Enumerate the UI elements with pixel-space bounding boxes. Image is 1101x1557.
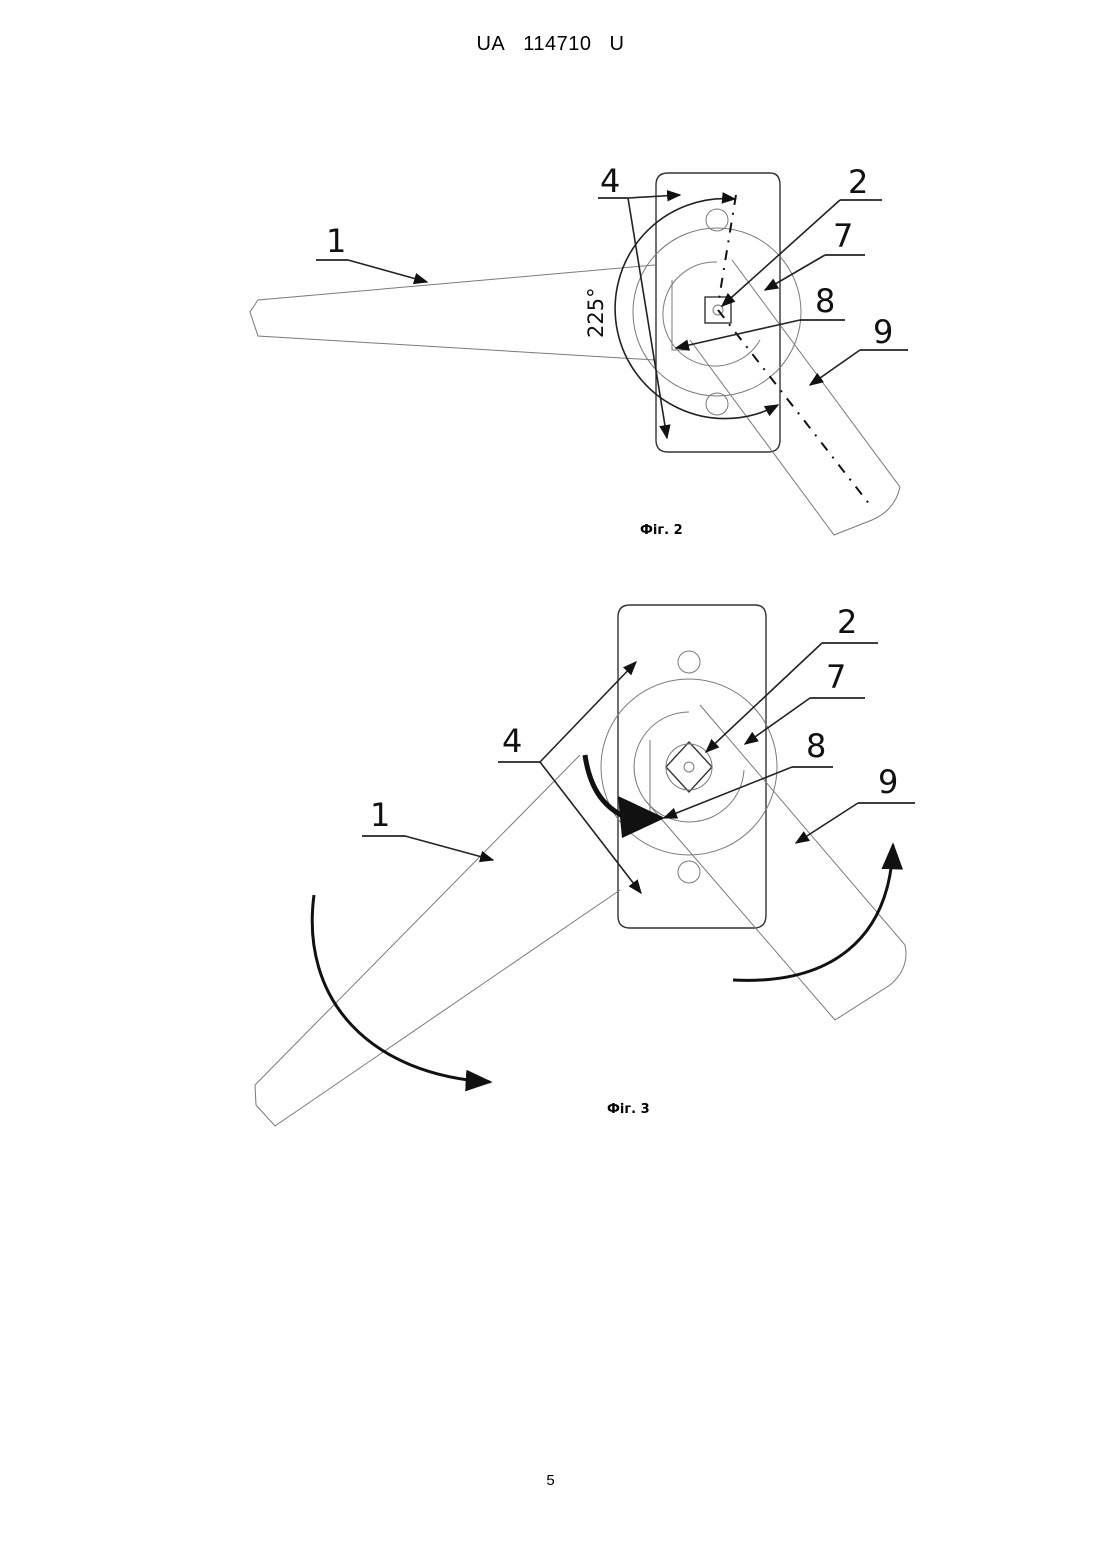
spindle xyxy=(666,742,712,792)
page-number: 5 xyxy=(0,1472,1101,1489)
header-number: 114710 xyxy=(523,33,591,56)
angle-label: 225° xyxy=(584,287,608,338)
mounting-plate xyxy=(656,173,780,452)
cam-outline xyxy=(634,712,744,822)
mounting-hole-bottom xyxy=(678,861,700,883)
label-9: 9 xyxy=(878,763,898,801)
axis-start xyxy=(718,195,736,305)
figure-3-caption: Фіг. 3 xyxy=(607,1102,650,1117)
handle-lever-1 xyxy=(255,755,620,1126)
angle-arc xyxy=(615,199,778,419)
label-9: 9 xyxy=(873,313,893,351)
figure-3-drawing: 1 4 2 7 8 9 xyxy=(0,590,1101,1130)
figure-2-caption: Фіг. 2 xyxy=(640,523,683,538)
handle-lever-9 xyxy=(690,260,900,535)
label-8: 8 xyxy=(815,282,835,320)
rotation-arrow-lever-9 xyxy=(733,845,893,980)
label-1: 1 xyxy=(370,796,390,834)
label-2: 2 xyxy=(837,603,857,641)
mounting-plate xyxy=(618,605,766,928)
rosette-disc xyxy=(633,228,801,396)
patent-header: UA 114710 U xyxy=(0,33,1101,56)
label-7: 7 xyxy=(833,217,853,255)
axis-end xyxy=(718,310,870,505)
label-4: 4 xyxy=(600,162,620,200)
mounting-hole-top xyxy=(678,651,700,673)
label-8: 8 xyxy=(806,727,826,765)
figure-2-drawing: 225° 1 4 2 7 8 9 xyxy=(0,150,1101,550)
rotation-arrow-lever-1 xyxy=(312,895,490,1082)
label-7: 7 xyxy=(826,658,846,696)
label-4: 4 xyxy=(502,722,522,760)
label-1: 1 xyxy=(326,222,346,260)
label-2: 2 xyxy=(848,163,868,201)
header-country: UA xyxy=(476,33,505,56)
header-kind: U xyxy=(610,33,625,56)
